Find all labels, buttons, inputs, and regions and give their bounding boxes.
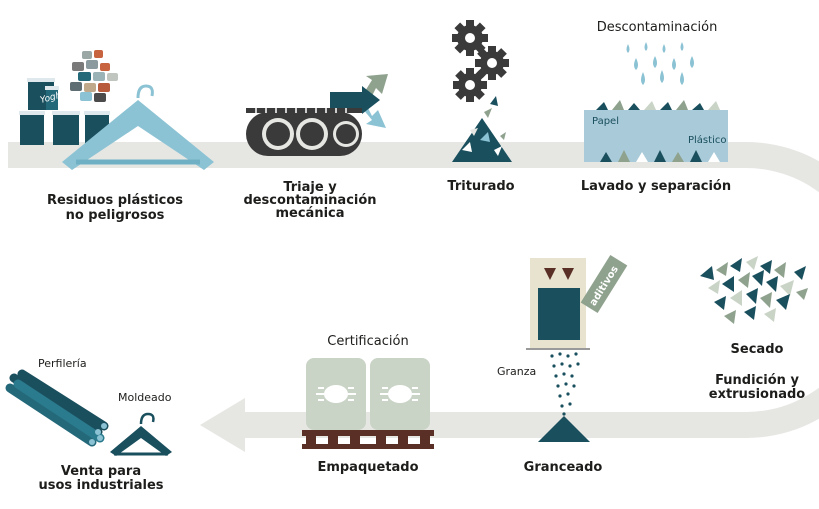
drying-flakes-icon — [700, 256, 808, 324]
step-fundicion-line1: Fundición y — [715, 373, 799, 388]
step-triaje-line1: Triaje y — [283, 180, 337, 195]
step-empaquetado: Empaquetado — [317, 460, 418, 475]
shredded-pile-icon — [452, 96, 512, 162]
label-plastico: Plástico — [688, 134, 726, 146]
step-lavado: Lavado y separación — [581, 179, 731, 194]
sort-arrows-icon — [330, 74, 388, 128]
extruder-icon: aditivos — [526, 254, 628, 350]
step-venta-line2: usos industriales — [38, 478, 163, 493]
step-certificacion: Certificación — [327, 334, 408, 349]
step-triturado: Triturado — [447, 179, 514, 194]
label-papel: Papel — [592, 116, 619, 127]
step-residuos-line1: Residuos plásticos — [47, 193, 183, 208]
step-granceado: Granceado — [524, 460, 603, 475]
conveyor-icon — [246, 108, 362, 156]
pipes-icon — [5, 369, 109, 447]
water-drops-icon — [626, 42, 694, 85]
gears-icon — [452, 20, 509, 102]
step-triaje-line3: mecánica — [275, 206, 344, 221]
step-venta-line1: Venta para — [61, 464, 141, 479]
label-perfileria: Perfilería — [38, 357, 87, 370]
molded-hanger-icon — [110, 412, 172, 456]
hanger-icon — [62, 84, 214, 170]
bags-icon — [306, 358, 430, 430]
wash-tank-icon — [584, 100, 728, 162]
plastic-pieces-icon — [70, 50, 118, 102]
flow-arrow-head — [200, 398, 245, 452]
label-moldeado: Moldeado — [118, 391, 172, 404]
step-residuos-line2: no peligrosos — [66, 208, 165, 223]
pellets-icon — [538, 352, 590, 442]
step-triaje-line2: descontaminación — [243, 193, 376, 208]
pallet-icon — [302, 430, 434, 449]
label-granza: Granza — [497, 365, 536, 378]
step-secado: Secado — [731, 342, 784, 357]
step-fundicion-line2: extrusionado — [709, 387, 806, 402]
step-descontaminacion-label: Descontaminación — [597, 20, 718, 35]
